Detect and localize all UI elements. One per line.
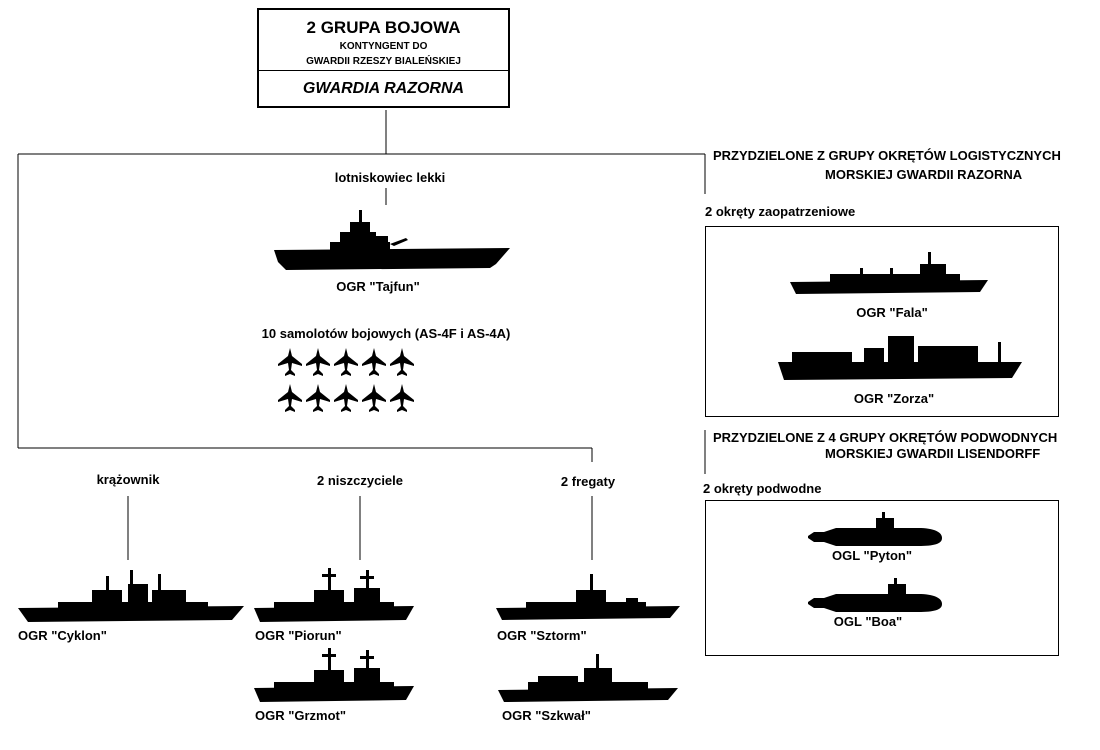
- submarines-label: 2 okręty podwodne: [703, 481, 822, 496]
- logistics-heading-line-1: PRZYDZIELONE Z GRUPY OKRĘTÓW LOGISTYCZNY…: [713, 148, 1061, 163]
- group-title: 2 GRUPA BOJOWA: [306, 18, 461, 37]
- aircraft-group: [278, 348, 418, 416]
- supply-ship-icon: [790, 252, 988, 294]
- submarines-heading-line-2: MORSKIEJ GWARDII LISENDORFF: [825, 446, 1041, 461]
- frigates-label: 2 fregaty: [560, 474, 616, 489]
- destroyer-ship-icon: [254, 648, 414, 702]
- carrier-ship-icon: [274, 210, 510, 270]
- submarines-heading-line-1: PRZYDZIELONE Z 4 GRUPY OKRĘTÓW PODWODNYC…: [713, 430, 1058, 445]
- aircraft-label: 10 samolotów bojowych (AS-4F i AS-4A): [261, 326, 511, 341]
- aircraft-icon: [390, 384, 414, 412]
- destroyer-ship-name-2: OGR "Grzmot": [255, 708, 347, 723]
- cruiser-ship-icon: [18, 570, 244, 622]
- submarines-box: [705, 500, 1059, 656]
- aircraft-icon: [306, 384, 330, 412]
- frigate-ship-icon: [496, 574, 680, 620]
- title-box: 2 GRUPA BOJOWA KONTYNGENT DO GWARDII RZE…: [257, 8, 510, 108]
- aircraft-icon: [306, 348, 330, 376]
- unit-name: GWARDIA RAZORNA: [302, 80, 465, 97]
- aircraft-icon: [390, 348, 414, 376]
- aircraft-icon: [278, 384, 302, 412]
- aircraft-icon: [334, 348, 358, 376]
- submarine-name-2: OGL "Boa": [833, 614, 903, 629]
- aircraft-icon: [362, 384, 386, 412]
- submarine-icon: [808, 578, 942, 612]
- aircraft-icon: [278, 348, 302, 376]
- destroyer-ship-name-1: OGR "Piorun": [255, 628, 342, 643]
- cruiser-label: krążownik: [96, 472, 160, 487]
- carrier-label: lotniskowiec lekki: [334, 170, 446, 185]
- title-divider: [259, 70, 508, 71]
- contingent-line-1: KONTYNGENT DO: [339, 41, 428, 52]
- supply-ships-box: [705, 226, 1059, 417]
- supply-ship-name-2: OGR "Zorza": [853, 391, 935, 406]
- submarine-name-1: OGL "Pyton": [832, 548, 912, 563]
- frigate-ship-name-2: OGR "Szkwał": [502, 708, 591, 723]
- destroyers-label: 2 niszczyciele: [317, 473, 403, 488]
- destroyer-ship-icon: [254, 568, 414, 622]
- logistics-heading-line-2: MORSKIEJ GWARDII RAZORNA: [825, 167, 1023, 182]
- supply-ship-icon: [778, 336, 1022, 380]
- frigate-ship-icon: [498, 654, 678, 702]
- frigate-ship-name-1: OGR "Sztorm": [497, 628, 587, 643]
- supply-ships-label: 2 okręty zaopatrzeniowe: [705, 204, 856, 219]
- carrier-ship-name: OGR "Tajfun": [336, 279, 420, 294]
- contingent-line-2: GWARDII RZESZY BIALEŃSKIEJ: [306, 56, 461, 67]
- aircraft-icon: [334, 384, 358, 412]
- aircraft-icon: [362, 348, 386, 376]
- submarine-icon: [808, 512, 942, 546]
- supply-ship-name-1: OGR "Fala": [856, 305, 928, 320]
- cruiser-ship-name: OGR "Cyklon": [18, 628, 107, 643]
